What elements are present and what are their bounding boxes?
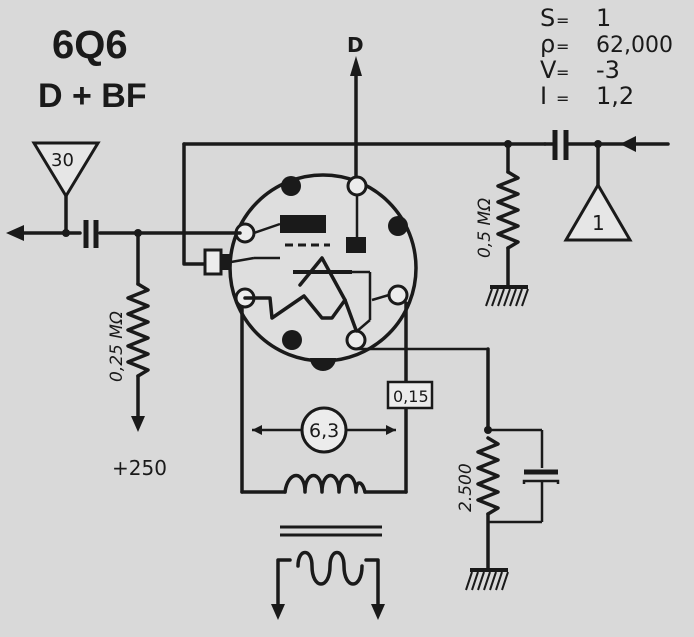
grid-resistor: 0,5 MΩ [475,142,529,307]
output-stage-triangle: 30 [31,141,101,235]
input-stage-triangle: 1 [563,142,633,242]
tube-body [203,173,418,371]
spec-eq-i: = [556,89,569,108]
spec-value-rho: 62,000 [596,33,673,58]
spec-value-i: 1,2 [596,82,634,110]
spec-eq-s: = [556,11,569,30]
heater-transformer [271,473,385,620]
plate-output-arrow: D [347,33,364,182]
heater-current-box: 0,15 [386,380,434,410]
grid-line-left [182,142,210,266]
output-stage-label: 30 [51,150,74,171]
input-capacitor [543,130,600,160]
grid-resistor-label: 0,5 MΩ [475,198,495,258]
cathode-resistor-label: 2.500 [456,463,476,512]
input-stage-label: 1 [592,211,605,235]
supply-label: +250 [112,456,167,480]
input-arrow [596,136,670,152]
spec-key-v: V [540,56,557,84]
plate-resistor: 0,25 MΩ +250 [107,231,167,480]
cathode-capacitor [488,428,560,524]
spec-key-i: I [540,82,547,110]
spec-value-v: -3 [596,56,620,84]
spec-eq-v: = [556,63,569,82]
cathode-resistor: 2.500 [456,347,509,591]
tube-name: 6Q6 [52,23,128,67]
plate-resistor-label: 0,25 MΩ [107,311,127,382]
heater-current-label: 0,15 [393,387,429,406]
output-arrow [6,225,242,241]
heater-voltage-label: 6,3 [309,420,339,442]
tube-function: D + BF [38,77,147,115]
plate-output-label: D [347,33,364,57]
spec-key-s: S [540,4,555,32]
spec-key-rho: ρ [540,30,555,58]
spec-value-s: 1 [596,4,611,32]
heater-voltage-dimension: 6,3 [252,406,396,454]
spec-eq-rho: = [556,37,569,56]
output-capacitor [83,220,99,248]
spec-table: S = 1 ρ = 62,000 V = -3 I = 1,2 [540,4,673,110]
